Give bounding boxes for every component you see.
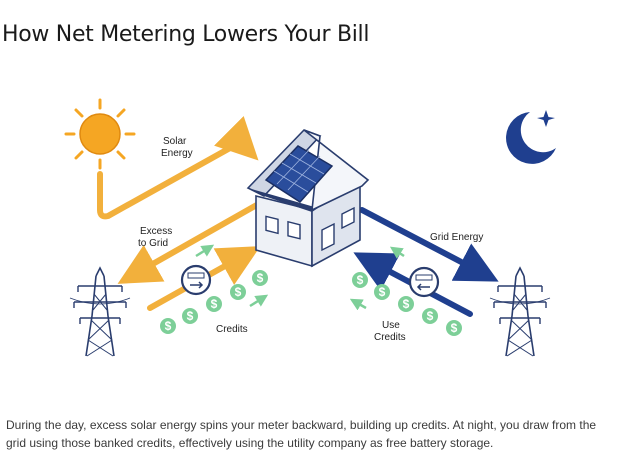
credit-arrow-icon xyxy=(349,298,367,311)
credit-arrow-icon xyxy=(389,246,405,259)
page-title: How Net Metering Lowers Your Bill xyxy=(2,22,370,47)
dollar-coin-icon: $ xyxy=(374,284,390,300)
transmission-tower-icon xyxy=(69,267,131,357)
dollar-coin-icon: $ xyxy=(206,296,222,312)
svg-text:$: $ xyxy=(357,273,364,287)
grid-energy-label: Grid Energy xyxy=(430,232,483,243)
dollar-coin-icon: $ xyxy=(252,270,268,286)
house-icon xyxy=(246,129,370,268)
moon-icon xyxy=(506,110,556,164)
excess-to-grid-arrow xyxy=(117,199,265,284)
svg-text:$: $ xyxy=(211,297,218,311)
caption: During the day, excess solar energy spin… xyxy=(6,418,597,450)
meter-icon xyxy=(180,264,212,296)
grid-energy-arrow xyxy=(359,207,499,282)
solar-energy-arrow xyxy=(97,115,259,220)
dollar-coin-icon: $ xyxy=(422,308,438,324)
use-credits-label-line1: Use xyxy=(382,320,400,331)
transmission-tower-icon xyxy=(489,267,551,357)
dollar-coin-icon: $ xyxy=(160,318,176,334)
dollar-coin-icon: $ xyxy=(398,296,414,312)
excess-to-grid-label-line2: to Grid xyxy=(138,238,168,249)
sun-icon xyxy=(64,98,136,170)
svg-text:$: $ xyxy=(165,319,172,333)
meter-icon xyxy=(408,266,440,298)
credits-label: Credits xyxy=(216,324,248,335)
dollar-coin-icon: $ xyxy=(230,284,246,300)
svg-text:$: $ xyxy=(403,297,410,311)
svg-text:$: $ xyxy=(187,309,194,323)
use-credits-label-line2: Credits xyxy=(374,332,406,343)
solar-panel-icon xyxy=(264,145,334,203)
net-metering-diagram: Solar Energy Excess to Grid Grid Energy xyxy=(64,98,556,357)
solar-energy-label-line2: Energy xyxy=(161,148,193,159)
dollar-coin-icon: $ xyxy=(446,320,462,336)
svg-text:$: $ xyxy=(451,321,458,335)
svg-text:$: $ xyxy=(235,285,242,299)
credit-arrow-icon xyxy=(195,244,215,258)
solar-energy-label-line1: Solar xyxy=(163,136,187,147)
excess-to-grid-label-line1: Excess xyxy=(140,226,172,237)
dollar-coin-icon: $ xyxy=(182,308,198,324)
credit-arrow-icon xyxy=(249,294,269,308)
svg-text:$: $ xyxy=(257,271,264,285)
svg-text:$: $ xyxy=(379,285,386,299)
dollar-coin-icon: $ xyxy=(352,272,368,288)
svg-text:$: $ xyxy=(427,309,434,323)
